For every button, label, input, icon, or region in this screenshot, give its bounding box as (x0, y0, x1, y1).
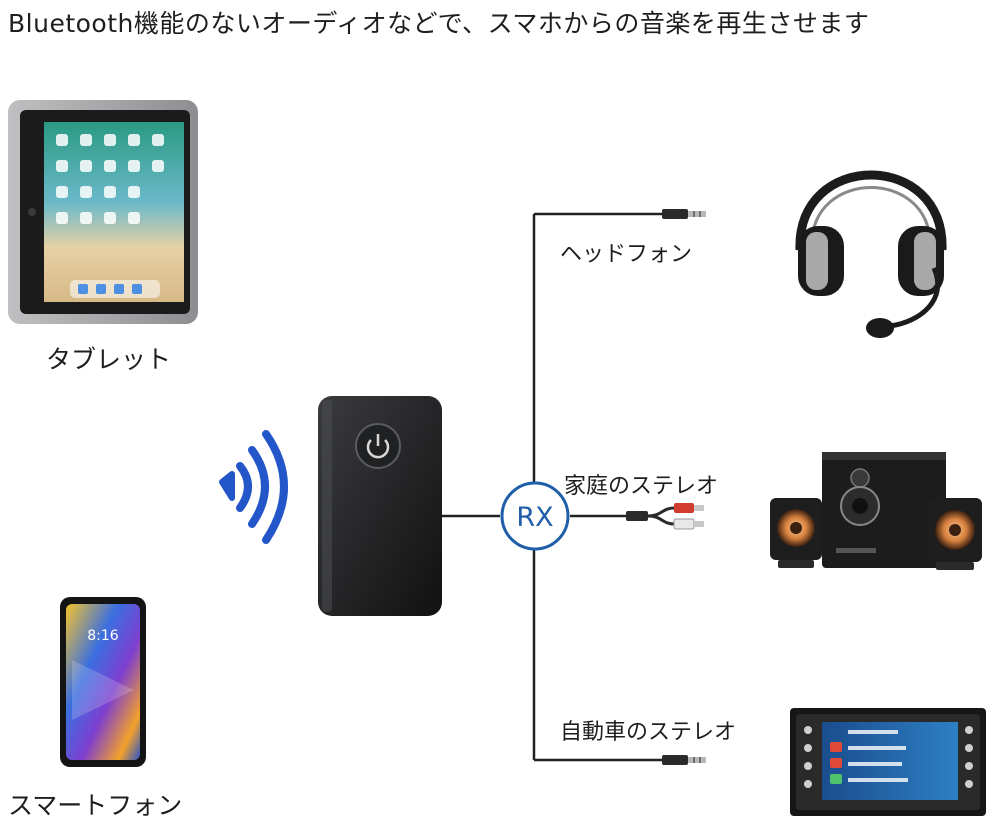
car-stereo-label: 自動車のステレオ (560, 714, 736, 746)
phone-clock: 8:16 (87, 628, 119, 644)
bluetooth-receiver-image (318, 396, 442, 616)
speaker-system-image (770, 452, 982, 570)
jack-plug-bottom (662, 755, 706, 765)
wireless-signal-icon (222, 434, 284, 540)
headphones-image (798, 175, 944, 338)
smartphone-image: 8:16 (60, 597, 146, 767)
tablet-label: タブレット (46, 340, 171, 376)
smartphone-label: スマートフォン (8, 786, 182, 822)
home-stereo-label: 家庭のステレオ (564, 468, 718, 500)
tablet-image (8, 100, 198, 324)
jack-plug-top (662, 209, 706, 219)
rx-badge: RX (502, 483, 568, 549)
headphones-label: ヘッドフォン (560, 236, 692, 268)
rx-label: RX (516, 502, 553, 533)
rca-cable-plug (626, 503, 704, 529)
car-stereo-image (790, 708, 986, 816)
